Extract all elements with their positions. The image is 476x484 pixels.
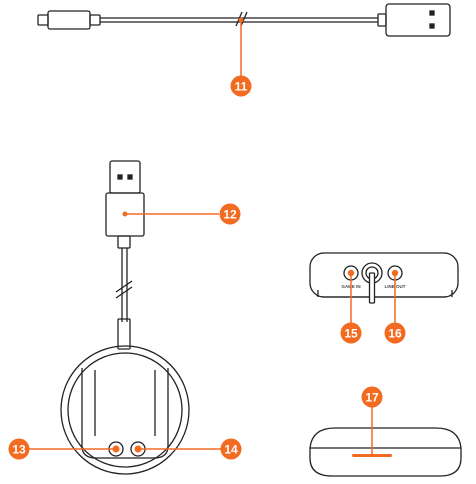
usb-dongle [105,160,145,350]
usb-a-plug [385,3,451,37]
callout-14: 14 [138,438,242,460]
callout-15-label: 15 [344,327,358,341]
callout-13-label: 13 [12,443,26,457]
controller-puck [60,345,190,475]
micro-usb-housing [47,10,91,30]
callout-14-label: 14 [224,443,238,457]
callout-16-label: 16 [388,327,402,341]
status-led [352,454,392,457]
micro-usb-tip [37,14,49,26]
base-unit-side [309,427,462,477]
base-front-body [309,252,459,298]
callout-11: 11 [230,17,252,97]
callout-12: 12 [122,203,241,225]
callout-13: 13 [8,438,116,460]
puck-recess [81,368,169,459]
base-unit-front [309,252,459,304]
usb-cable [37,3,451,37]
callout-17-label: 17 [365,391,379,405]
puck-outer-ring [60,345,190,475]
base-side-body [309,427,462,477]
callout-15: 15 [340,273,362,344]
callout-16: 16 [384,273,406,344]
callout-11-label: 11 [235,80,248,94]
dongle-usb-tip [109,160,141,194]
callout-17: 17 [361,386,383,455]
callout-12-label: 12 [223,208,237,222]
